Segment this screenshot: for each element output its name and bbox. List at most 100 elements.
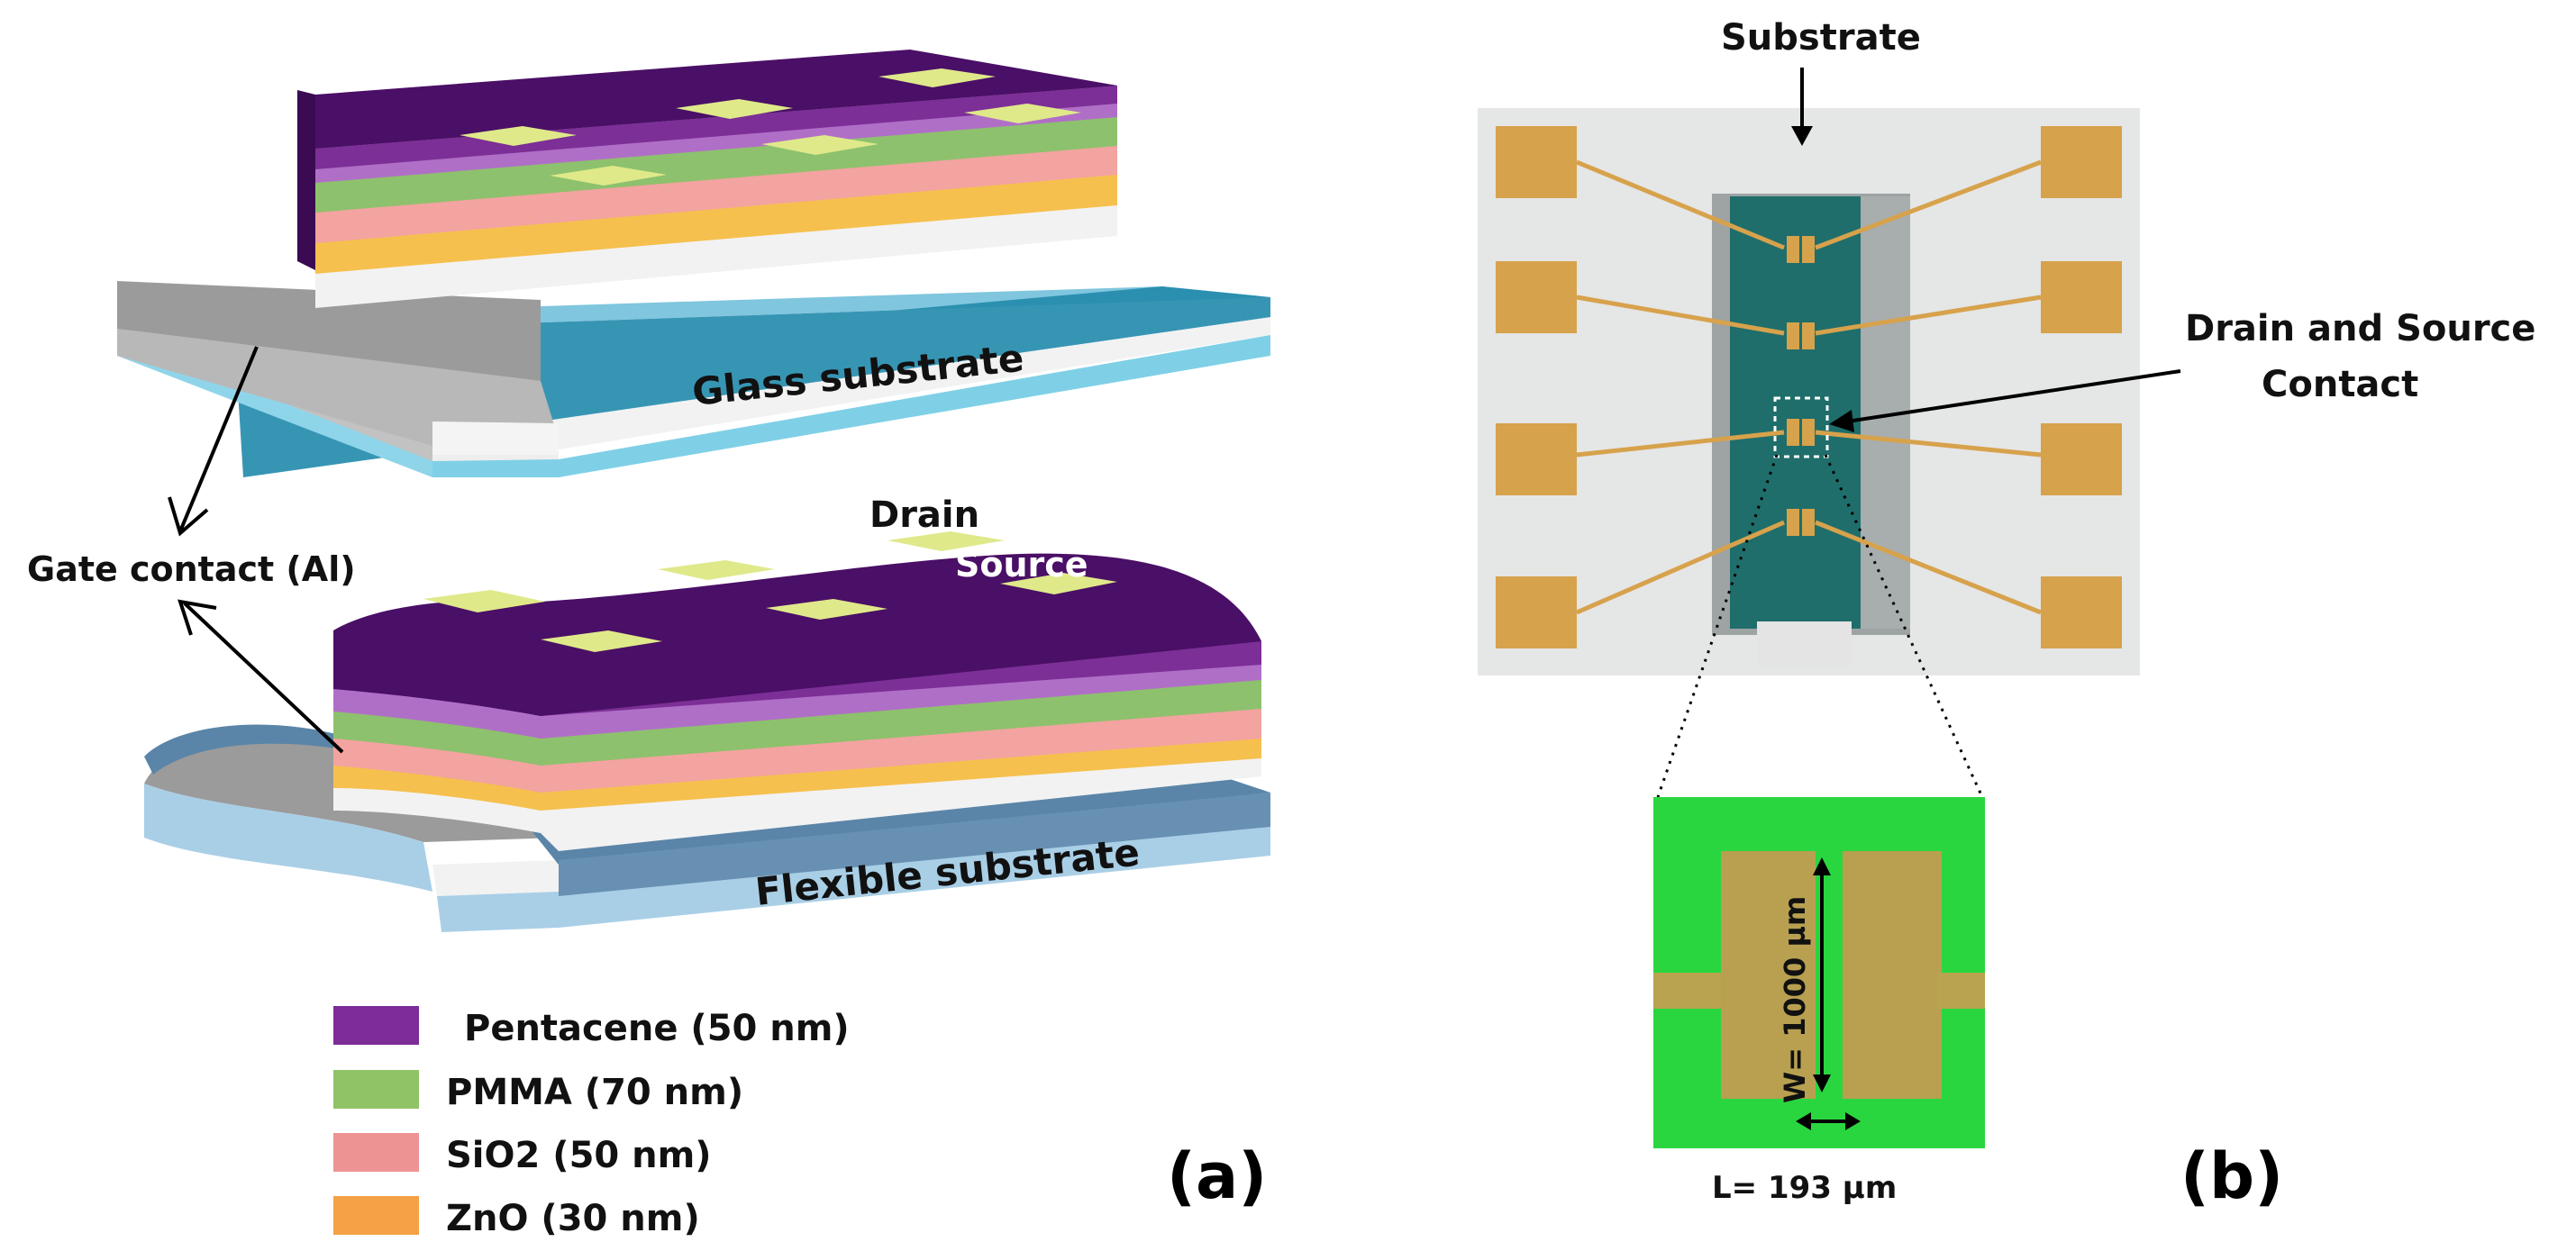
gold-pad-right-1 <box>2041 126 2122 198</box>
rigid-device: Glass substrate <box>117 50 1270 477</box>
gate-arrow-up-head <box>168 496 209 537</box>
device-contact <box>1802 509 1815 536</box>
panel-a: Glass substrate <box>27 50 1270 1239</box>
inset-left-trace <box>1653 973 1725 1009</box>
drain-source-label-line2: Contact <box>2262 364 2418 405</box>
layer-white-flex <box>333 758 1261 833</box>
legend-swatch-pentacene <box>333 1006 419 1045</box>
glass-front-cyan <box>432 335 1270 477</box>
gate-arrow-down-line <box>183 602 344 754</box>
layer-pmma-rigid <box>315 115 1117 213</box>
length-arrow-head-left <box>1796 1112 1811 1130</box>
gate-bar-front <box>117 329 559 446</box>
layer-white-rigid <box>315 202 1117 308</box>
width-arrow-head-bottom <box>1813 1074 1831 1092</box>
layer-zno-rigid <box>315 171 1117 274</box>
trace <box>1576 520 1785 615</box>
layer-pentacene-top-flex <box>333 553 1261 716</box>
contact-pad <box>887 531 1005 551</box>
panel-b-label: (b) <box>2180 1139 2283 1213</box>
gate-arrows <box>168 346 344 754</box>
layer-sio2-rigid <box>315 142 1117 243</box>
gold-pad-left-3 <box>1496 423 1577 495</box>
contact-pad <box>964 104 1081 123</box>
inset-left-pad <box>1721 851 1816 1099</box>
gate-bar-front-white <box>432 422 559 455</box>
layer-pentacene-light-rigid <box>315 101 1117 183</box>
light-bottom-strip <box>1757 621 1852 666</box>
drain-source-label-line1: Drain and Source <box>2185 308 2535 349</box>
glass-substrate-front-face <box>432 317 1270 468</box>
trace <box>1815 295 2042 336</box>
legend-label-zno: ZnO (30 nm) <box>446 1198 700 1239</box>
layer-pentacene-side-rigid <box>315 86 1117 169</box>
device-contact <box>1787 419 1799 446</box>
gold-pad-left-1 <box>1496 126 1577 198</box>
layer-pentacene-left-rigid <box>297 90 315 270</box>
legend-label-sio2: SiO2 (50 nm) <box>446 1135 712 1176</box>
flex-gate-front <box>144 784 432 892</box>
trace <box>1576 295 1785 336</box>
legend-swatch-zno <box>333 1196 419 1235</box>
gate-arrow-up-line <box>178 346 259 532</box>
teal-active-area <box>1730 196 1861 629</box>
zoom-line-left <box>1656 454 1779 798</box>
contact-pad <box>676 99 793 119</box>
length-arrow <box>1796 1112 1861 1130</box>
length-label: L= 193 µm <box>1712 1170 1897 1206</box>
trace <box>1576 159 1785 250</box>
inset-right-pad <box>1843 851 1942 1099</box>
selection-box <box>1773 396 1829 458</box>
gate-arrow-down-head <box>177 599 217 636</box>
gold-pad-left-4 <box>1496 576 1577 648</box>
contact-pads-flex <box>423 531 1117 652</box>
gold-pad-right-2 <box>2041 261 2122 333</box>
trace <box>1815 520 2042 615</box>
contact-pad <box>658 560 775 580</box>
substrate-label: Substrate <box>1721 17 1921 59</box>
source-label: Source <box>955 545 1088 585</box>
width-arrow-head-top <box>1813 857 1831 875</box>
gate-contact-label: Gate contact (Al) <box>27 549 356 589</box>
contact-pad <box>766 599 887 620</box>
device-contact <box>1787 509 1799 536</box>
drain-source-arrow-line <box>1846 369 2181 423</box>
flexible-device: Flexible substrate Drain Source <box>144 494 1270 932</box>
legend-swatch-sio2 <box>333 1133 419 1172</box>
contact-pad <box>550 166 667 186</box>
contact-pad <box>423 590 545 612</box>
gold-pad-right-3 <box>2041 423 2122 495</box>
gold-pad-right-4 <box>2041 576 2122 648</box>
contact-pads-rigid <box>460 68 1081 186</box>
substrate-arrow <box>1791 68 1813 146</box>
drain-source-arrow <box>1829 369 2181 432</box>
device-contact <box>1802 322 1815 349</box>
legend-label-pmma: PMMA (70 nm) <box>446 1072 743 1113</box>
trace <box>1576 430 1785 458</box>
gold-pad-left-2 <box>1496 261 1577 333</box>
inset-right-trace <box>1937 973 1985 1009</box>
contact-pad <box>460 126 577 146</box>
width-label: W= 1000 µm <box>1778 896 1812 1103</box>
length-arrow-head-right <box>1845 1112 1861 1130</box>
trace <box>1815 430 2042 458</box>
drain-label: Drain <box>869 494 979 536</box>
device-contacts <box>1787 236 1815 536</box>
drain-source-arrow-head <box>1829 410 1854 432</box>
panel-a-label: (a) <box>1167 1139 1267 1213</box>
device-contact <box>1787 236 1799 263</box>
flex-substrate-front <box>559 793 1270 896</box>
contact-pad <box>541 630 662 652</box>
width-arrow <box>1813 857 1831 1092</box>
flex-front-white <box>432 860 559 896</box>
legend-label-pentacene: Pentacene (50 nm) <box>464 1008 850 1049</box>
trace <box>1815 159 2042 250</box>
zoom-lines <box>1656 454 1984 798</box>
layer-legend: Pentacene (50 nm) PMMA (70 nm) SiO2 (50 … <box>333 1006 850 1239</box>
contact-pad <box>878 68 996 87</box>
flex-front-blue <box>437 824 1270 932</box>
gate-bar-top <box>117 281 541 381</box>
substrate-arrow-head <box>1791 126 1813 146</box>
legend-swatch-pmma <box>333 1070 419 1109</box>
